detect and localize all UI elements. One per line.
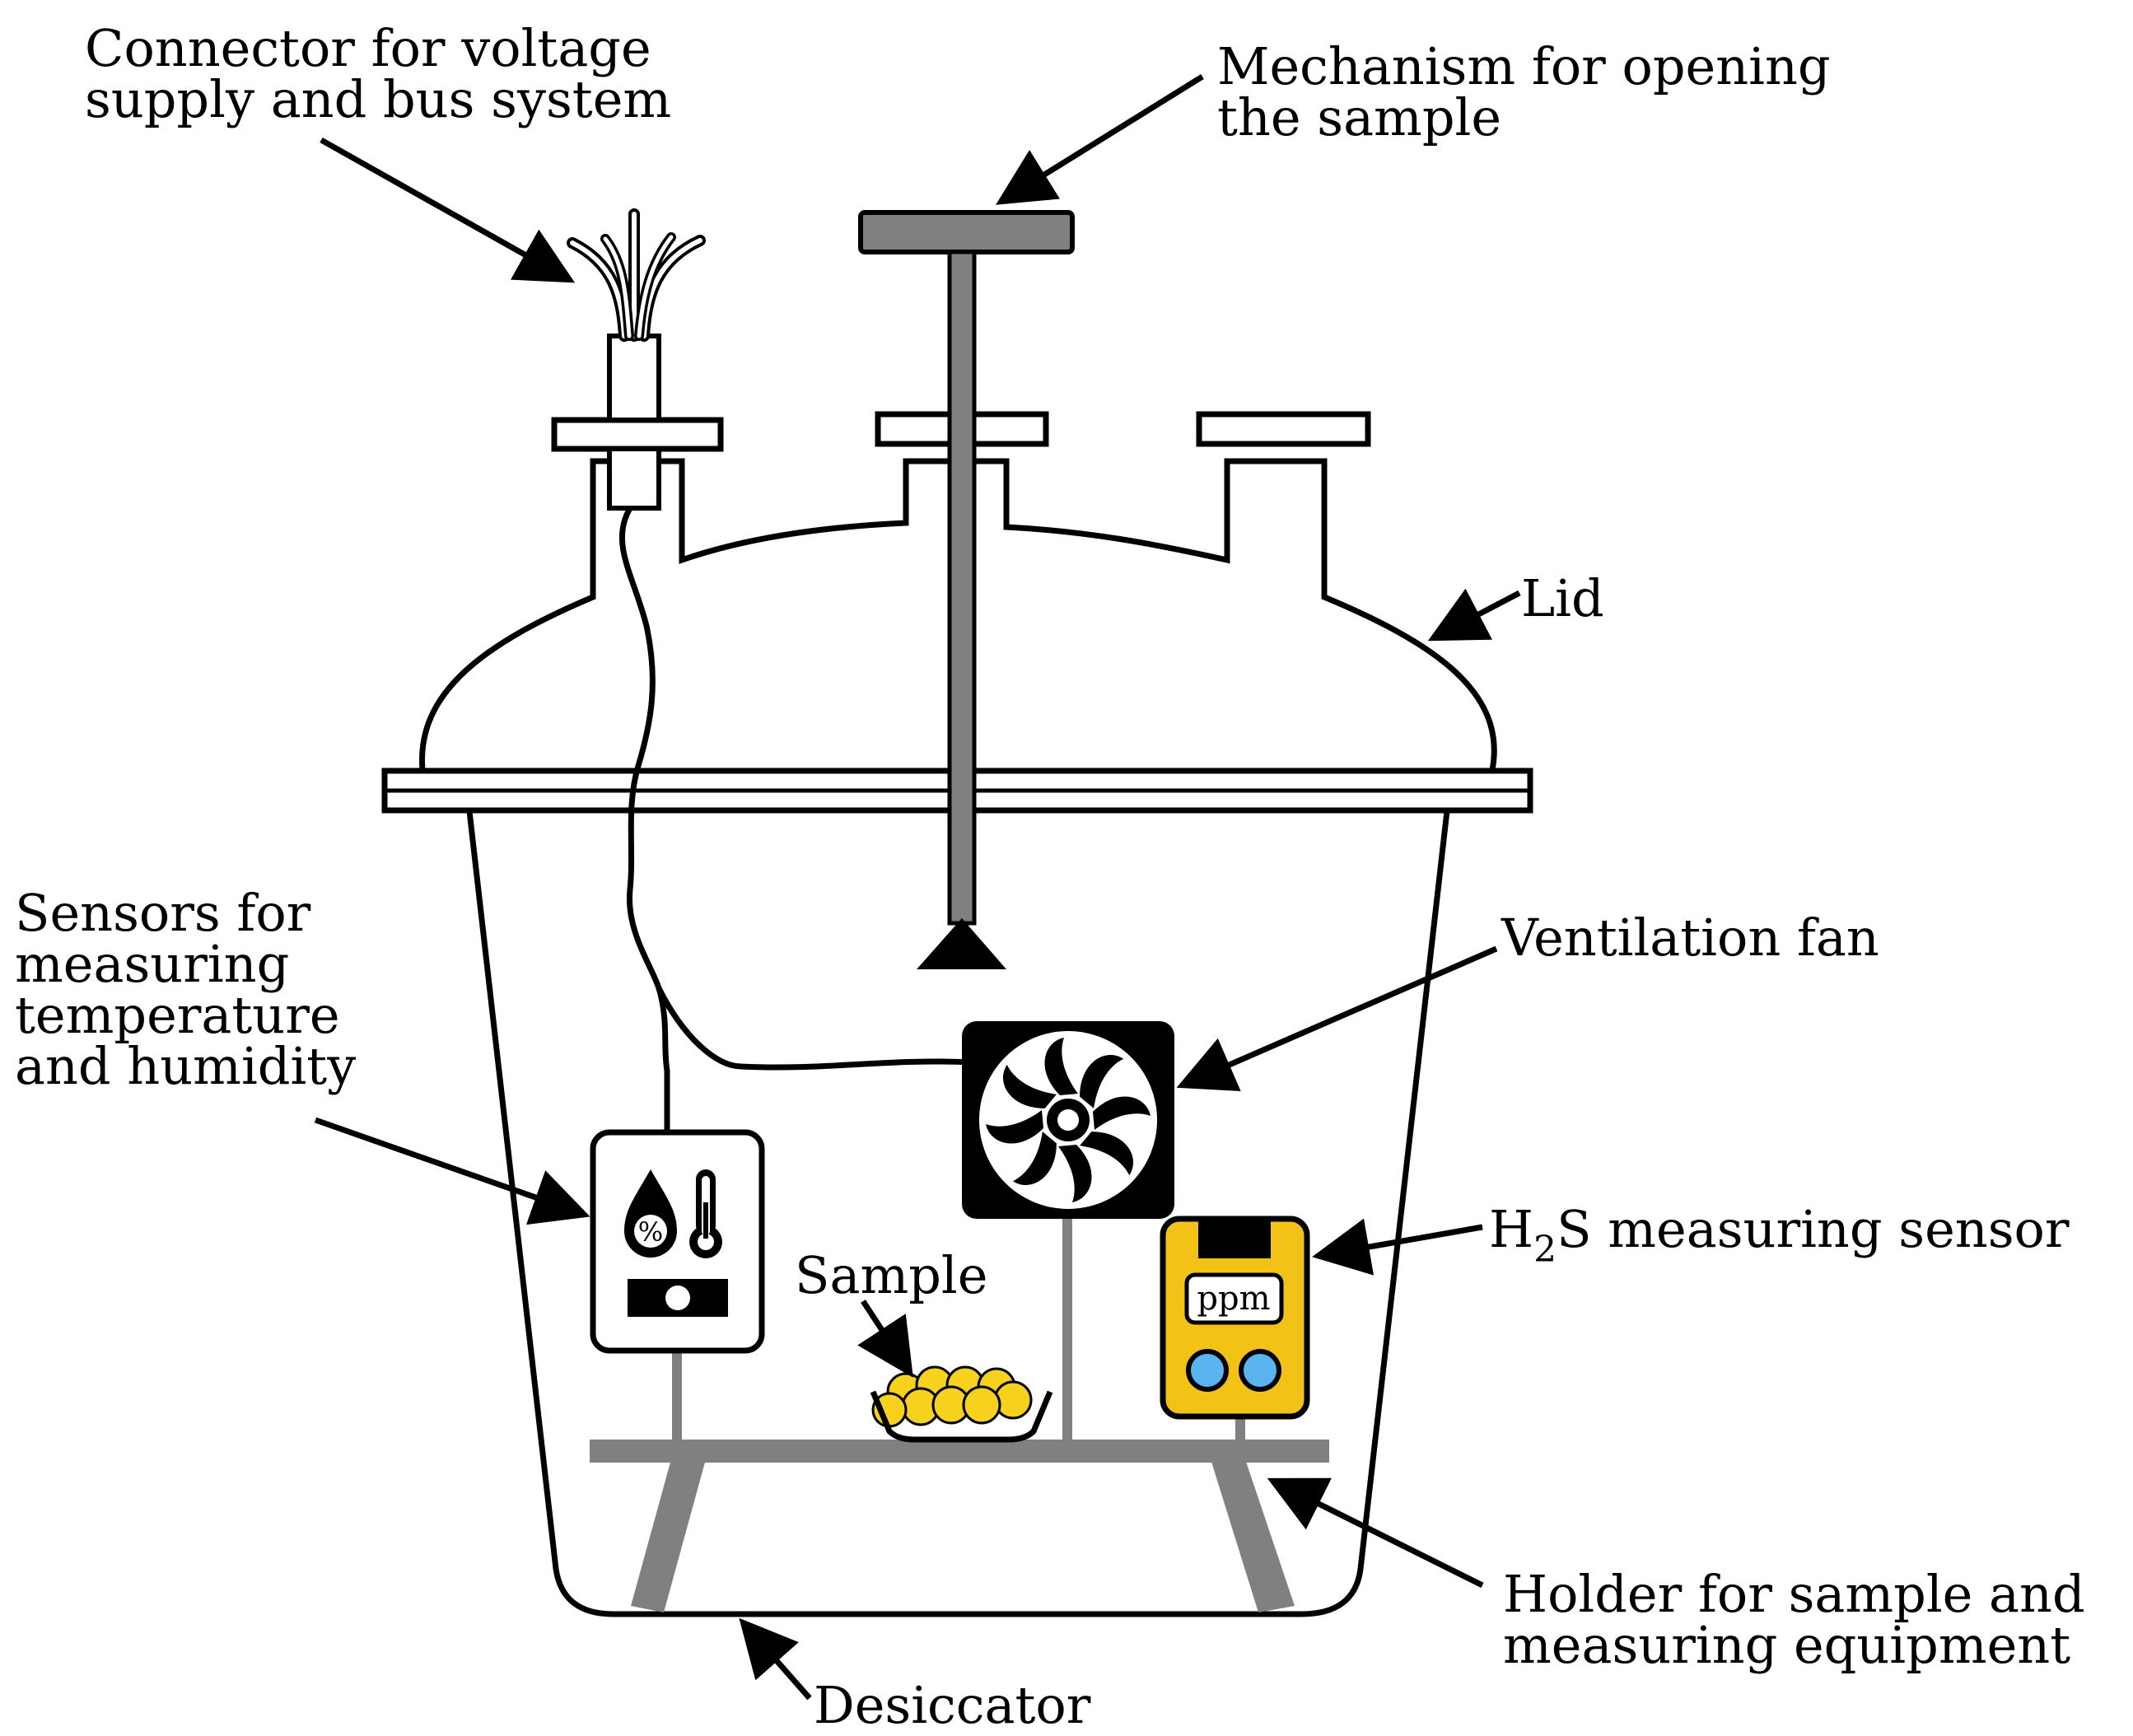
h2s-label: H2S measuring sensor (1489, 1204, 2069, 1272)
sensor-button-right (1239, 1349, 1281, 1392)
sample-arrow (857, 1300, 913, 1378)
sample-pellets (871, 1365, 1033, 1428)
mechanism-label-line-2: the sample (1217, 87, 1502, 147)
h2s-arrow (1312, 1218, 1483, 1276)
fan-blade (1058, 1145, 1092, 1202)
sample-label-text: Sample (795, 1245, 988, 1305)
lid-label: Lid (1521, 573, 1604, 624)
holder-arrow (1267, 1477, 1484, 1589)
connector-plug-upper (607, 334, 661, 422)
connector-plug-lower (607, 446, 661, 511)
fan-blade (1080, 1132, 1133, 1176)
lid-label-text: Lid (1521, 568, 1604, 628)
h2s-sensor: ppm (1160, 1216, 1310, 1420)
mechanism-label-line-1: Mechanism for opening (1217, 36, 1831, 96)
fan-blade (1080, 1055, 1124, 1108)
sensors-label: Sensors for measuring temperature and hu… (15, 888, 356, 1092)
fan-blade (1003, 1064, 1057, 1108)
h2s-label-prefix: H (1489, 1199, 1534, 1259)
sample-bowl (870, 1390, 1053, 1443)
fan-cable (656, 987, 973, 1071)
sensors-label-line-3: temperature (15, 985, 340, 1045)
thermometer-icon (689, 1169, 722, 1258)
mechanism-handle (858, 210, 1075, 254)
fan-arrow (1176, 945, 1498, 1091)
fan-blade (1093, 1096, 1151, 1130)
connector-wires (567, 208, 706, 342)
h2s-label-subscript: 2 (1533, 1229, 1557, 1271)
fan-label: Ventilation fan (1501, 912, 1879, 964)
mechanism-rod (947, 250, 977, 926)
sensor-button-left (1186, 1349, 1229, 1392)
fan-label-text: Ventilation fan (1501, 908, 1879, 968)
h2s-label-suffix: S measuring sensor (1557, 1199, 2070, 1259)
connector-arrow (320, 137, 576, 283)
sensors-label-line-2: measuring (15, 934, 290, 994)
temp-humidity-sensor: % (590, 1129, 765, 1354)
connector-label: Connector for voltage supply and bus sys… (85, 23, 671, 125)
sensors-arrow (314, 1117, 590, 1225)
fan-blade (986, 1110, 1043, 1144)
sensors-label-line-1: Sensors for (15, 883, 311, 943)
humidity-percent-symbol: % (638, 1216, 663, 1248)
holder (590, 1219, 1329, 1612)
fan-blade (1044, 1038, 1078, 1095)
ppm-readout: ppm (1197, 1280, 1270, 1318)
desiccator-label-text: Desiccator (814, 1675, 1091, 1735)
holder-label: Holder for sample and measuring equipmen… (1503, 1569, 2085, 1671)
lid-arrow (1427, 588, 1521, 642)
desiccator-arrow (739, 1617, 812, 1701)
left-neck-cap (551, 417, 724, 452)
desiccator-label: Desiccator (814, 1680, 1090, 1731)
holder-label-line-2: measuring equipment (1503, 1615, 2071, 1675)
ventilation-fan (962, 1021, 1174, 1219)
connector-label-line-1: Connector for voltage (85, 18, 651, 78)
connector-label-line-2: supply and bus system (85, 69, 672, 129)
sensors-label-line-4: and humidity (15, 1036, 357, 1096)
desiccator-bowl (466, 810, 1450, 1617)
sample-label: Sample (795, 1250, 987, 1301)
right-neck-cap (1196, 411, 1371, 447)
mechanism-arrow (996, 74, 1204, 205)
mechanism-tip (917, 918, 1006, 969)
mechanism-label: Mechanism for opening the sample (1217, 41, 1831, 143)
sample (870, 1365, 1053, 1443)
holder-label-line-1: Holder for sample and (1503, 1564, 2085, 1624)
fan-blades-icon (986, 1038, 1151, 1202)
fan-blade (1012, 1132, 1057, 1185)
